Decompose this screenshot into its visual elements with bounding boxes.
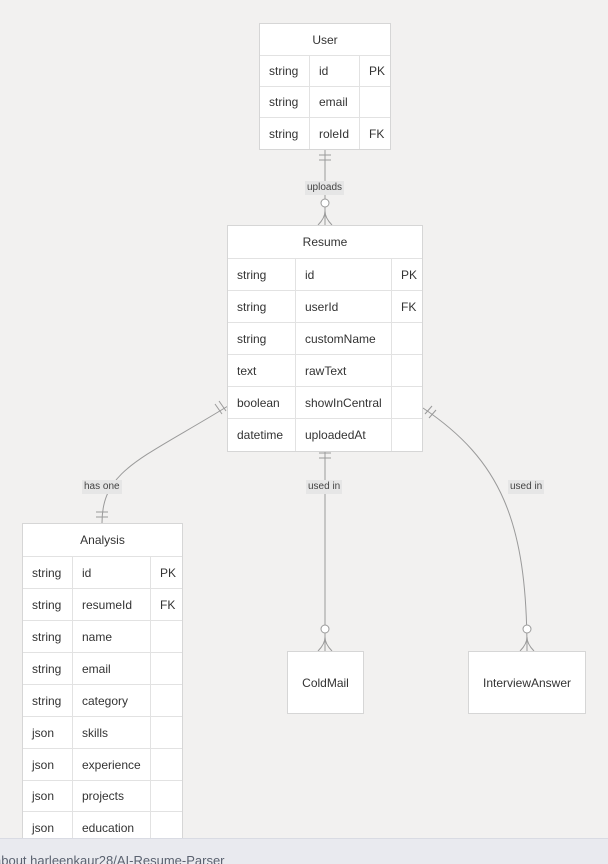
attribute-type: string [237, 299, 267, 314]
attribute-key [391, 355, 422, 386]
attribute-key [391, 419, 422, 451]
attribute-row: string resumeId FK [23, 589, 182, 621]
attribute-key: PK [391, 259, 422, 290]
attribute-row: string id PK [228, 259, 422, 291]
attribute-key [391, 323, 422, 354]
attribute-row: json projects [23, 781, 182, 812]
attribute-name: roleId [309, 118, 359, 149]
entity-title: ColdMail [302, 675, 349, 690]
edge-label-used-in-coldmail: used in [306, 480, 343, 494]
attribute-type: string [32, 629, 62, 644]
attribute-type: string [269, 95, 299, 109]
attribute-name: showInCentral [295, 387, 391, 418]
attribute-type: boolean [237, 395, 280, 410]
attribute-key [150, 749, 182, 780]
attribute-name: rawText [295, 355, 391, 386]
attribute-key: FK [150, 589, 182, 620]
entity-title: InterviewAnswer [482, 675, 572, 690]
attribute-row: string userId FK [228, 291, 422, 323]
attribute-row: text rawText [228, 355, 422, 387]
entity-title: Analysis [23, 524, 182, 557]
attribute-type: json [32, 757, 55, 772]
attribute-name: uploadedAt [295, 419, 391, 451]
attribute-row: string id PK [23, 557, 182, 589]
edge-label-used-in-interview: used in [508, 480, 545, 494]
attribute-type: text [237, 363, 257, 378]
attribute-key: FK [391, 291, 422, 322]
attribute-key: FK [359, 118, 390, 149]
attribute-type: json [32, 789, 55, 803]
attribute-type: string [269, 64, 299, 78]
attribute-key [150, 685, 182, 716]
attribute-type: string [32, 661, 62, 676]
attribute-name: skills [72, 717, 150, 748]
attribute-type: json [32, 725, 55, 740]
attribute-row: string id PK [260, 56, 390, 87]
attribute-key [150, 653, 182, 684]
attribute-name: userId [295, 291, 391, 322]
attribute-name: id [309, 56, 359, 86]
footer-link[interactable]: about harleenkaur28/AI-Resume-Parser [0, 853, 225, 864]
attribute-name: email [72, 653, 150, 684]
attribute-name: customName [295, 323, 391, 354]
entity-rows: string id PK string email string roleId … [260, 56, 390, 149]
edge-label-uploads: uploads [305, 181, 345, 195]
attribute-key [391, 387, 422, 418]
attribute-name: email [309, 87, 359, 117]
attribute-type: datetime [237, 428, 284, 442]
attribute-row: string email [260, 87, 390, 118]
attribute-row: string customName [228, 323, 422, 355]
attribute-row: json experience [23, 749, 182, 781]
attribute-name: name [72, 621, 150, 652]
attribute-row: json skills [23, 717, 182, 749]
attribute-type: string [32, 597, 62, 612]
entity-interviewanswer: InterviewAnswer [468, 651, 586, 714]
edge-label-has-one: has one [82, 480, 122, 494]
attribute-row: boolean showInCentral [228, 387, 422, 419]
attribute-type: string [32, 565, 62, 580]
attribute-key [150, 781, 182, 811]
attribute-type: string [269, 126, 299, 141]
attribute-name: id [295, 259, 391, 290]
attribute-row: string roleId FK [260, 118, 390, 149]
attribute-type: string [32, 693, 62, 708]
attribute-key: PK [150, 557, 182, 588]
entity-rows: string id PK string resumeId FK string n… [23, 557, 182, 840]
attribute-type: string [237, 331, 267, 346]
entity-analysis: Analysis string id PK string resumeId FK… [22, 523, 183, 841]
attribute-name: projects [72, 781, 150, 811]
entity-title: Resume [228, 226, 422, 259]
attribute-type: string [237, 267, 267, 282]
attribute-name: category [72, 685, 150, 716]
footer-bar: about harleenkaur28/AI-Resume-Parser [0, 838, 608, 864]
entity-rows: string id PK string userId FK string cus… [228, 259, 422, 451]
entity-user: User string id PK string email string ro… [259, 23, 391, 150]
attribute-key: PK [359, 56, 390, 86]
attribute-name: education [72, 812, 150, 840]
entity-title: User [260, 24, 390, 56]
attribute-key [150, 812, 182, 840]
attribute-name: experience [72, 749, 150, 780]
attribute-name: resumeId [72, 589, 150, 620]
attribute-row: string category [23, 685, 182, 717]
attribute-key [150, 621, 182, 652]
entity-resume: Resume string id PK string userId FK str… [227, 225, 423, 452]
attribute-key [359, 87, 390, 117]
attribute-row: json education [23, 812, 182, 840]
edge-resume-interview [422, 407, 528, 652]
edge-resume-analysis [101, 405, 229, 524]
attribute-type: json [32, 821, 55, 835]
attribute-key [150, 717, 182, 748]
attribute-row: string email [23, 653, 182, 685]
attribute-name: id [72, 557, 150, 588]
attribute-row: datetime uploadedAt [228, 419, 422, 451]
attribute-row: string name [23, 621, 182, 653]
entity-coldmail: ColdMail [287, 651, 364, 714]
